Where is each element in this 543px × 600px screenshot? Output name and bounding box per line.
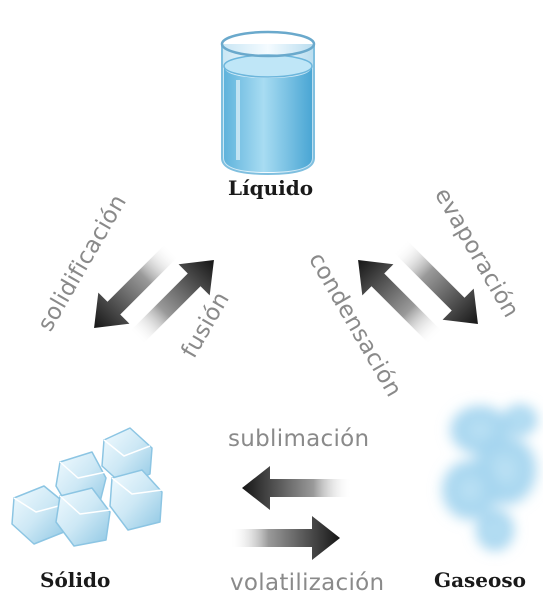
solidification-arrow [94, 243, 179, 328]
sublimation-arrow [242, 466, 352, 510]
fusion-arrow [129, 260, 214, 345]
liquid-state-label: Líquido [228, 176, 314, 200]
volatilization-label: volatilización [230, 570, 385, 596]
vapor-cloud-icon [438, 402, 541, 554]
beaker-icon [220, 30, 316, 176]
sublimation-label: sublimación [228, 426, 370, 452]
condensation-arrow [358, 260, 443, 345]
evaporation-arrow [393, 239, 478, 324]
ice-cubes-icon [11, 427, 163, 547]
gas-state-label: Gaseoso [434, 568, 526, 592]
solid-state-label: Sólido [40, 568, 111, 592]
volatilization-arrow [230, 516, 340, 560]
